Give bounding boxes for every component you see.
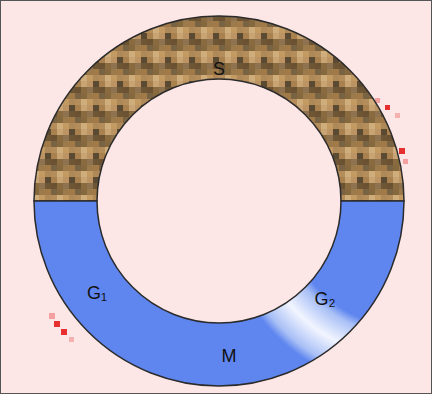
- phase-label: G₁: [87, 284, 107, 302]
- band-shape: [31, 13, 407, 205]
- s-phase-band: S: [31, 13, 407, 205]
- phase-label: M: [222, 347, 237, 365]
- g-m-phase-band: G₁ M G₂: [31, 197, 407, 391]
- phase-label: G₂: [315, 290, 336, 308]
- ring-segment: [34, 201, 404, 386]
- ring-segment: [34, 16, 404, 201]
- phase-label: S: [213, 60, 225, 78]
